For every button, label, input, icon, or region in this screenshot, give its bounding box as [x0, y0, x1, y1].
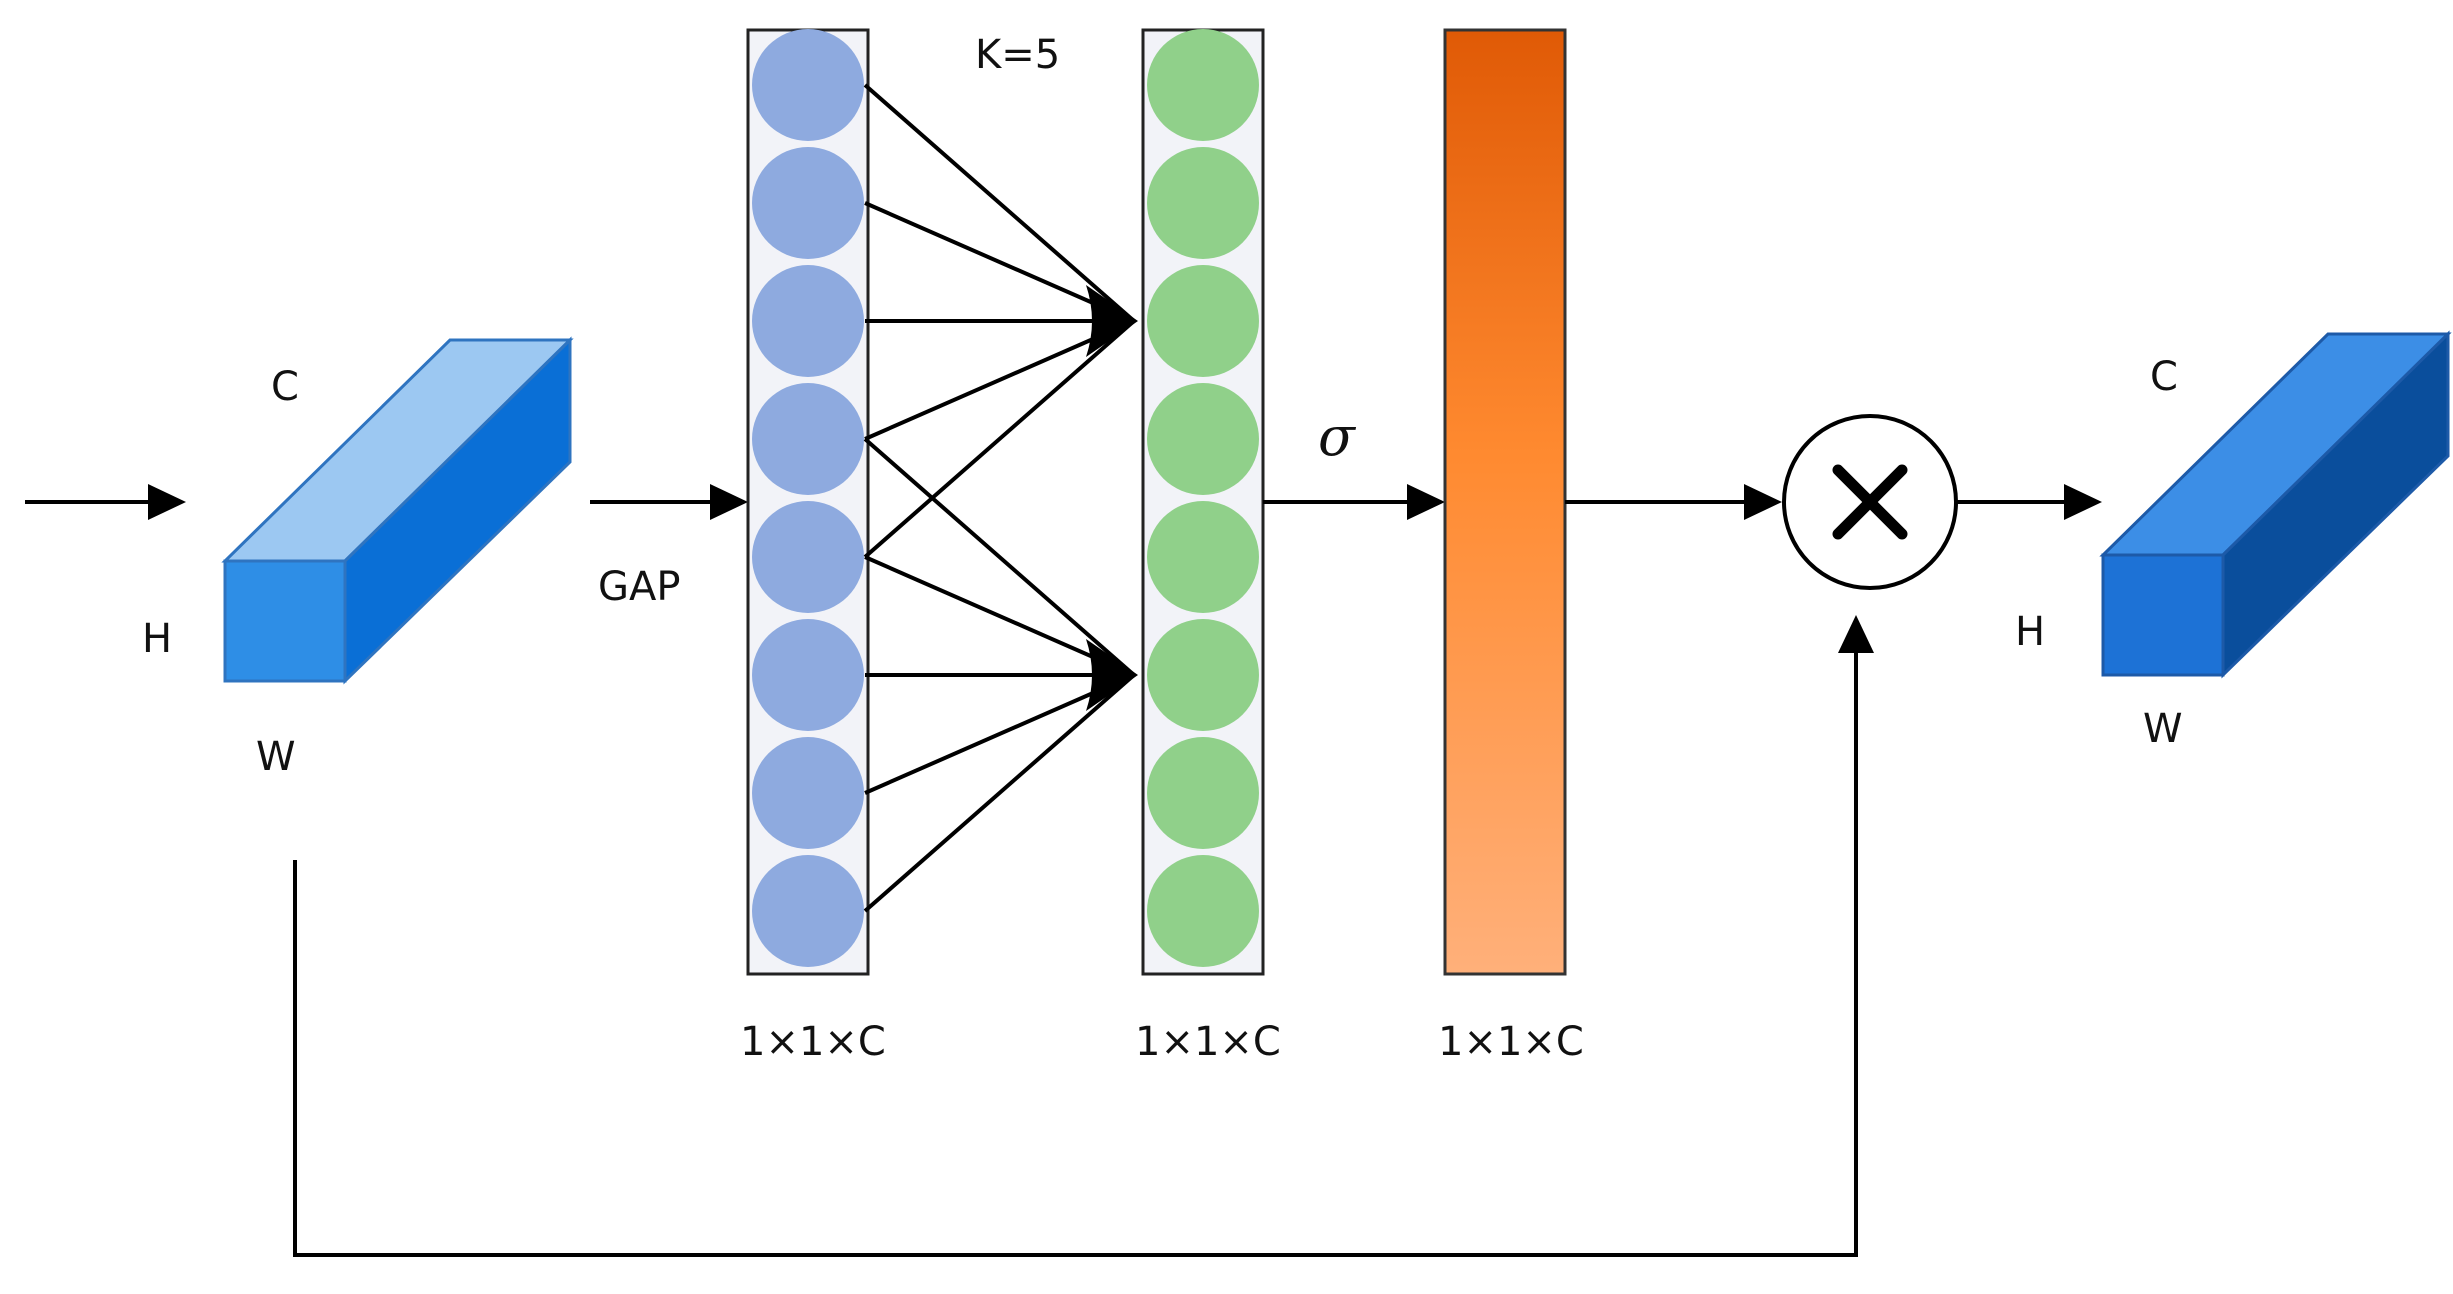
conv-dim-label: 1×1×C — [1135, 1019, 1281, 1065]
sigmoid-label: σ — [1318, 405, 1357, 468]
pooled-node — [752, 265, 864, 377]
gap-label: GAP — [598, 564, 680, 610]
conv-nodes — [1147, 29, 1259, 967]
weights-dim-label: 1×1×C — [1438, 1019, 1584, 1065]
conv-connection-line — [863, 319, 1136, 559]
sigmoid-arrow — [1263, 484, 1445, 520]
pooled-node — [752, 855, 864, 967]
conv-node — [1147, 383, 1259, 495]
input-c-label: C — [271, 364, 299, 410]
conv-node — [1147, 619, 1259, 731]
input-h-label: H — [142, 616, 172, 662]
multiply-node — [1782, 414, 1958, 590]
gap-arrow — [590, 484, 748, 520]
output-feature-map — [2099, 330, 2452, 679]
kernel-size-label: K=5 — [975, 32, 1060, 78]
conv-connection-line — [864, 319, 1135, 441]
conv-connection-line — [864, 555, 1135, 677]
conv-node — [1147, 501, 1259, 613]
pooled-node — [752, 29, 864, 141]
conv-node — [1147, 265, 1259, 377]
conv-connection-line — [863, 83, 1136, 323]
input-arrow — [25, 484, 186, 520]
conv-connection-line — [864, 673, 1135, 795]
channel-weights-bar — [1443, 28, 1567, 976]
skip-connection-arrow — [293, 615, 1874, 1257]
pooled-node — [752, 501, 864, 613]
conv-connection-line — [864, 201, 1135, 323]
conv-connections — [863, 83, 1138, 913]
output-w-label: W — [2143, 706, 2183, 752]
multiply-to-output-arrow — [1956, 484, 2102, 520]
output-cuboid-front — [2101, 553, 2225, 677]
conv-connection-line — [863, 437, 1136, 677]
conv-node — [1147, 855, 1259, 967]
weights-to-multiply-arrow — [1565, 484, 1782, 520]
pooled-nodes — [752, 29, 864, 967]
input-cuboid-front — [223, 559, 347, 683]
conv-node — [1147, 147, 1259, 259]
output-h-label: H — [2015, 609, 2045, 655]
pooled-node — [752, 147, 864, 259]
pooled-node — [752, 383, 864, 495]
conv-connection-line — [863, 673, 1136, 913]
pooled-dim-label: 1×1×C — [740, 1019, 886, 1065]
conv-node — [1147, 29, 1259, 141]
input-w-label: W — [256, 734, 296, 780]
conv-arrowhead — [1086, 639, 1138, 711]
conv-arrowhead — [1086, 285, 1138, 357]
pooled-node — [752, 619, 864, 731]
conv-node — [1147, 737, 1259, 849]
pooled-node — [752, 737, 864, 849]
input-feature-map — [221, 336, 574, 685]
output-c-label: C — [2150, 354, 2178, 400]
